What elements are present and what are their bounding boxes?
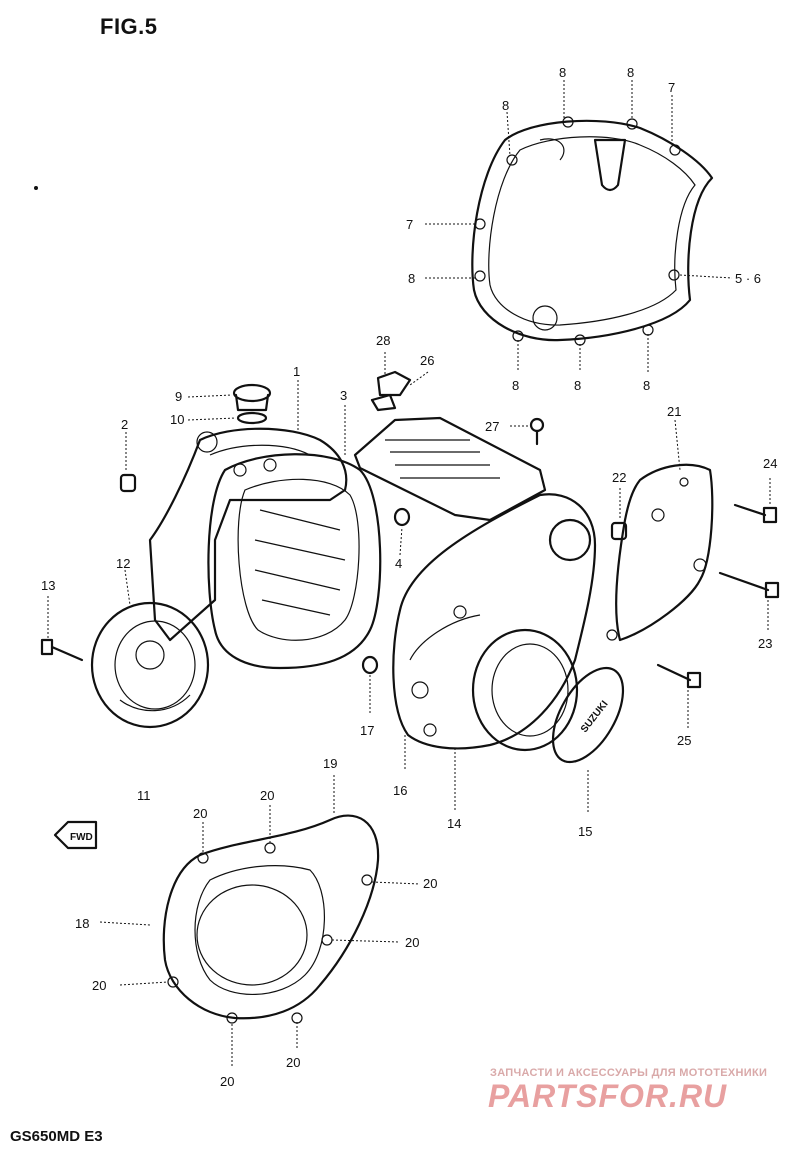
callout-22: 22 (612, 470, 626, 485)
callout-8: 8 (643, 378, 650, 393)
clutch-cover-upper (471, 116, 714, 346)
callout-20: 20 (92, 978, 106, 993)
callout-8: 8 (408, 271, 415, 286)
clutch-cover-emblem: SUZUKI (551, 666, 625, 764)
bolt-24 (733, 503, 778, 524)
callout-8: 8 (559, 65, 566, 80)
callout-25: 25 (677, 733, 691, 748)
figure-title: FIG.5 (100, 14, 158, 39)
fwd-arrow: FWD (53, 820, 98, 850)
callout-4: 4 (395, 556, 402, 571)
watermark-brand: PARTSFOR.RU (488, 1078, 728, 1114)
fwd-label: FWD (70, 832, 93, 843)
callout-20: 20 (220, 1074, 234, 1089)
gasket (207, 453, 382, 670)
callout-21: 21 (667, 404, 681, 419)
bolt-23 (718, 571, 780, 599)
callout-24: 24 (763, 456, 777, 471)
bolt-25 (656, 663, 702, 689)
callout-20: 20 (423, 876, 437, 891)
callout-27: 27 (485, 419, 499, 434)
callout-9: 9 (175, 389, 182, 404)
callout-20: 20 (286, 1055, 300, 1070)
generator-cover (90, 601, 210, 729)
clutch-cover (392, 493, 597, 752)
callout-8: 8 (627, 65, 634, 80)
callout-12: 12 (116, 556, 130, 571)
svg-text:SUZUKI: SUZUKI (579, 699, 611, 735)
callout-15: 15 (578, 824, 592, 839)
callout-23: 23 (758, 636, 772, 651)
callout-2: 2 (121, 417, 128, 432)
callout-28: 28 (376, 333, 390, 348)
model-code: GS650MD E3 (10, 1128, 103, 1145)
callout-19: 19 (323, 756, 337, 771)
bolt-27 (529, 417, 545, 446)
callout-17: 17 (360, 723, 374, 738)
callout-18: 18 (75, 916, 89, 931)
callout-7: 7 (668, 80, 675, 95)
dowel-pin-4 (393, 507, 411, 527)
oil-filler-cap (232, 383, 272, 425)
callout-10: 10 (170, 412, 184, 427)
dowel-pin-17 (361, 655, 379, 675)
callout-3: 3 (340, 388, 347, 403)
callout-8: 8 (574, 378, 581, 393)
callout-1: 1 (293, 364, 300, 379)
callout-20: 20 (405, 935, 419, 950)
bush-22 (610, 521, 628, 541)
plug-2 (119, 473, 137, 493)
callout-26: 26 (420, 353, 434, 368)
callout-16: 16 (393, 783, 407, 798)
callout-20: 20 (193, 806, 207, 821)
stray-dot (34, 186, 38, 190)
callout-8: 8 (512, 378, 519, 393)
callout-13: 13 (41, 578, 55, 593)
lower-cover (162, 814, 380, 1024)
sprocket-cover (606, 463, 714, 642)
watermark-tagline: ЗАПЧАСТИ И АКСЕССУАРЫ ДЛЯ МОТОТЕХНИКИ (490, 1067, 768, 1079)
callout-5-6: 5 · 6 (735, 271, 761, 286)
callout-8: 8 (502, 98, 509, 113)
callout-14: 14 (447, 816, 461, 831)
callout-numbers: 8 8 7 8 7 8 5 · 6 8 8 8 28 26 1 3 9 10 2… (41, 65, 777, 1089)
bolt-13 (40, 638, 84, 662)
callout-7: 7 (406, 217, 413, 232)
callout-20: 20 (260, 788, 274, 803)
leader-lines (47, 80, 771, 1068)
callout-11: 11 (137, 788, 151, 803)
breather-cover (353, 370, 547, 522)
